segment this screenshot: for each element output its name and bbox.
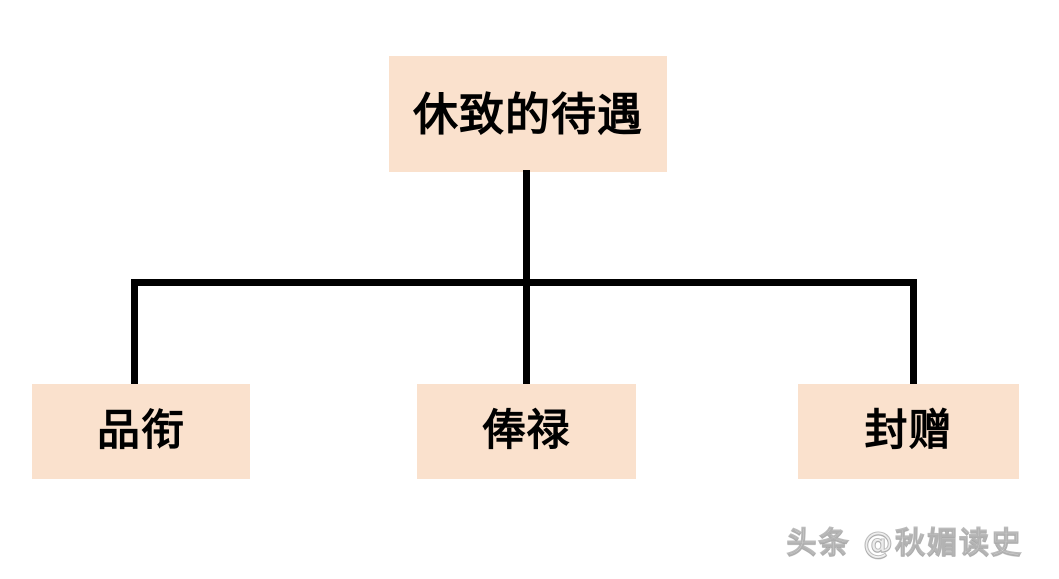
connector-drop-right xyxy=(910,279,917,385)
tree-node-child-fenglu-label: 俸禄 xyxy=(482,406,571,456)
connector-root-stem xyxy=(523,170,530,286)
connector-drop-center xyxy=(523,279,530,385)
tree-node-child-fenglu[interactable]: 俸禄 xyxy=(417,384,636,479)
tree-node-root[interactable]: 休致的待遇 xyxy=(389,56,667,172)
tree-node-child-pinxian[interactable]: 品衔 xyxy=(32,384,250,479)
tree-node-child-fengzeng-label: 封赠 xyxy=(864,406,953,456)
connector-drop-left xyxy=(131,279,138,385)
tree-node-child-fengzeng[interactable]: 封赠 xyxy=(798,384,1019,479)
watermark-text: 头条 @秋媚读史 xyxy=(786,526,1023,562)
tree-node-root-label: 休致的待遇 xyxy=(412,87,643,141)
tree-node-child-pinxian-label: 品衔 xyxy=(97,406,185,456)
